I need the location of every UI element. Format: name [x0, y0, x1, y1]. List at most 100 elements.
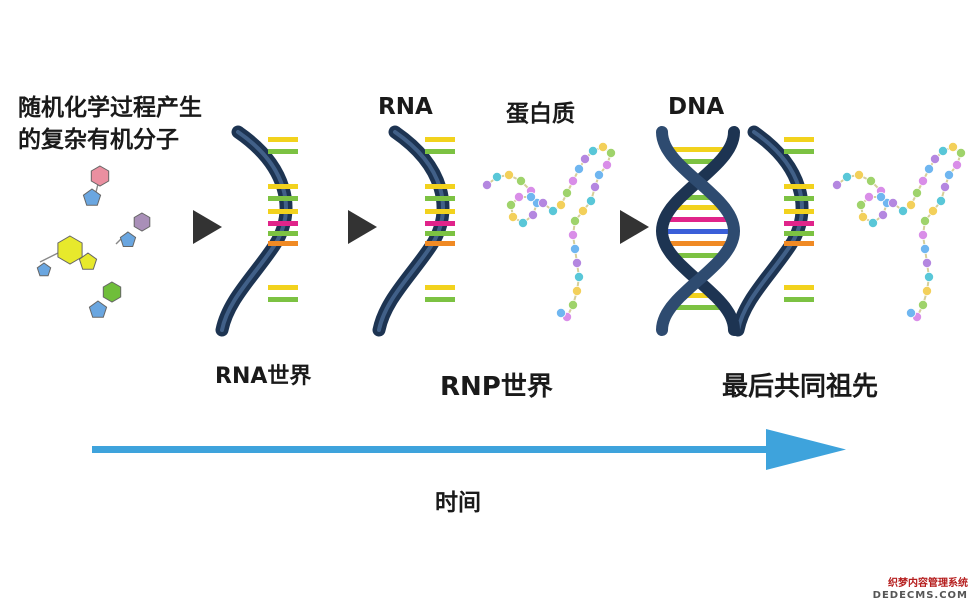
amino-acid-bead	[930, 153, 941, 164]
rna-base-rung	[425, 149, 455, 154]
amino-acid-bead	[906, 199, 917, 210]
rna-base-rung	[784, 149, 814, 154]
molecule-ring	[102, 281, 122, 303]
dna-base-rung	[662, 229, 734, 234]
molecule-ring	[119, 231, 137, 247]
amino-acid-bead	[538, 197, 549, 208]
amino-acid-bead	[888, 197, 899, 208]
amino-acid-bead	[924, 271, 935, 282]
amino-acid-bead	[842, 171, 853, 182]
amino-acid-bead	[562, 187, 573, 198]
amino-acid-bead	[570, 243, 581, 254]
timeline-arrow-head-icon	[766, 429, 846, 470]
amino-acid-bead	[505, 199, 516, 210]
amino-acid-bead	[580, 153, 591, 164]
rna-base-rung	[268, 241, 298, 246]
amino-acid-bead	[876, 191, 887, 202]
amino-acid-bead	[556, 307, 567, 318]
random-chemistry-label-line1: 随机化学过程产生	[18, 95, 202, 121]
rna-base-rung	[268, 149, 298, 154]
rna-base-rung	[425, 221, 455, 226]
protein-chain-icon	[832, 141, 967, 322]
timeline-arrow	[92, 429, 846, 470]
molecule-ring	[88, 300, 108, 318]
amino-acid-bead	[598, 141, 609, 152]
amino-acid-bead	[912, 187, 923, 198]
rna-base-rung	[425, 209, 455, 214]
amino-acid-bead	[938, 145, 949, 156]
amino-acid-bead	[570, 215, 581, 226]
rna-strand-icon	[215, 125, 298, 337]
amino-acid-bead	[878, 209, 889, 220]
amino-acid-bead	[507, 211, 518, 222]
amino-acid-bead	[866, 175, 877, 186]
rna-base-rung	[784, 231, 814, 236]
amino-acid-bead	[491, 171, 502, 182]
dna-base-rung	[669, 205, 727, 210]
protein-chain-icon	[481, 141, 617, 322]
amino-acid-bead	[854, 169, 865, 180]
amino-acid-bead	[568, 299, 579, 310]
rna-base-rung	[268, 184, 298, 189]
amino-acid-bead	[572, 285, 583, 296]
amino-acid-bead	[948, 141, 959, 152]
amino-acid-bead	[548, 205, 559, 216]
amino-acid-bead	[556, 199, 567, 210]
amino-acid-bead	[918, 299, 929, 310]
amino-acid-bead	[940, 181, 951, 192]
watermark-line1: 织梦内容管理系统	[888, 578, 968, 589]
molecule-bond	[39, 251, 61, 263]
rna-base-rung	[268, 196, 298, 201]
amino-acid-bead	[481, 179, 492, 190]
molecule-ring	[57, 235, 83, 265]
amino-acid-bead	[864, 191, 875, 202]
amino-acid-bead	[928, 205, 939, 216]
amino-acid-bead	[516, 175, 527, 186]
amino-acid-bead	[856, 199, 867, 210]
amino-acid-bead	[920, 243, 931, 254]
amino-acid-bead	[588, 145, 599, 156]
rna-base-rung	[268, 221, 298, 226]
rna-base-rung	[784, 285, 814, 290]
amino-acid-bead	[944, 169, 955, 180]
random-chemistry-label-line2: 的复杂有机分子	[18, 127, 179, 153]
amino-acid-bead	[578, 205, 589, 216]
rna-world-label: RNA世界	[215, 364, 312, 389]
amino-acid-bead	[514, 191, 525, 202]
amino-acid-bead	[568, 175, 579, 186]
amino-acid-bead	[574, 163, 585, 174]
rna-base-rung	[425, 285, 455, 290]
rna-base-rung	[425, 196, 455, 201]
amino-acid-bead	[922, 285, 933, 296]
amino-acid-bead	[858, 211, 869, 222]
timeline-arrow-shaft	[92, 446, 772, 453]
dna-base-rung	[670, 253, 726, 258]
rna-base-rung	[784, 241, 814, 246]
rna-base-rung	[784, 196, 814, 201]
protein-label: 蛋白质	[506, 101, 575, 127]
stage-arrow-3-icon	[620, 210, 649, 244]
amino-acid-bead	[526, 191, 537, 202]
rna-base-rung	[425, 137, 455, 142]
rna-base-rung	[784, 297, 814, 302]
dna-base-rung	[677, 195, 719, 200]
amino-acid-bead	[952, 159, 963, 170]
amino-acid-bead	[590, 181, 601, 192]
rna-base-rung	[425, 297, 455, 302]
stage-arrow-2-icon	[348, 210, 377, 244]
dna-base-rung	[666, 147, 730, 152]
dna-label: DNA	[668, 94, 725, 120]
amino-acid-bead	[918, 229, 929, 240]
amino-acid-bead	[602, 159, 613, 170]
dna-double-helix-icon	[655, 126, 741, 336]
random-chemistry-label: 随机化学过程产生 的复杂有机分子	[18, 92, 202, 156]
rna-base-rung	[784, 137, 814, 142]
amino-acid-bead	[832, 179, 843, 190]
organic-molecules-icon	[36, 165, 151, 318]
molecule-ring	[133, 212, 151, 232]
molecule-ring	[90, 165, 110, 187]
watermark-line2: DEDECMS.COM	[872, 590, 968, 601]
rna-base-rung	[425, 231, 455, 236]
amino-acid-bead	[572, 257, 583, 268]
